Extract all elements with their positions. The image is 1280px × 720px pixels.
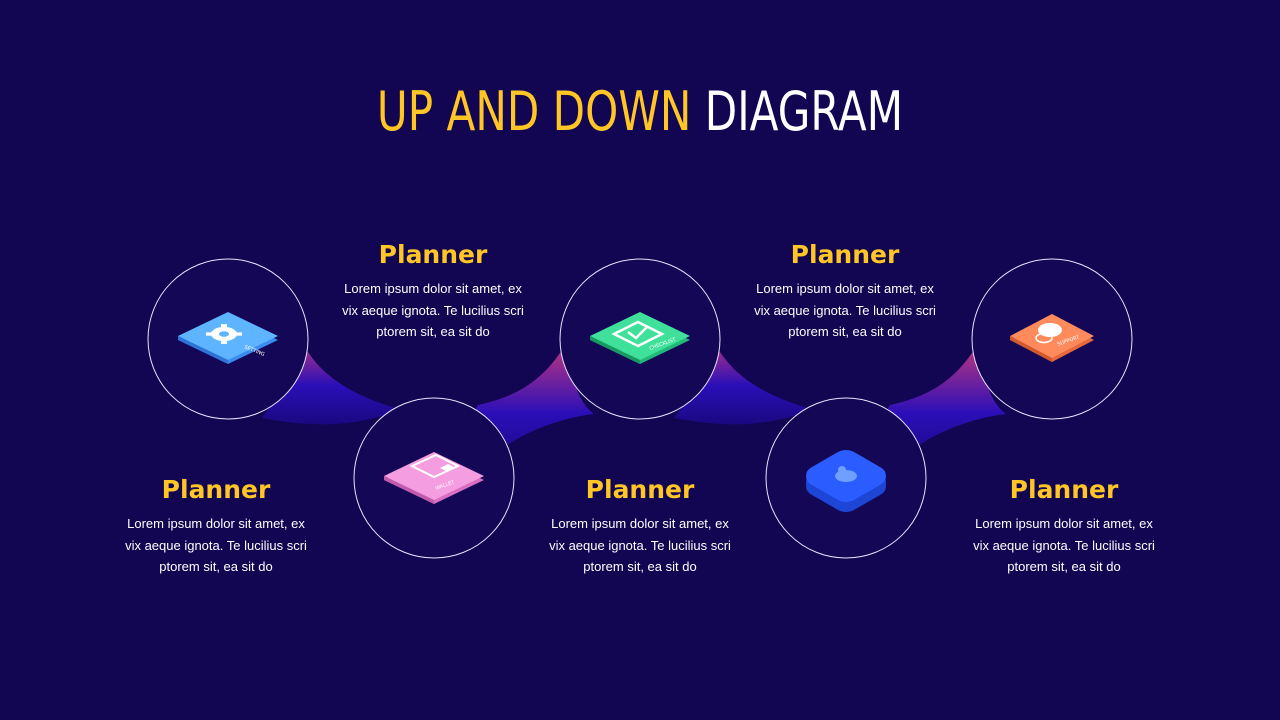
wallet-icon: WALLET: [384, 452, 484, 504]
user-icon: [806, 450, 886, 512]
label-heading: Planner: [378, 240, 488, 269]
label-top-1: Planner Lorem ipsum dolor sit amet, ex v…: [333, 240, 533, 343]
label-heading: Planner: [161, 475, 271, 504]
title-accent: UP AND DOWN: [376, 80, 692, 143]
label-body: Lorem ipsum dolor sit amet, ex vix aeque…: [754, 281, 936, 339]
label-bottom-1: Planner Lorem ipsum dolor sit amet, ex v…: [116, 475, 316, 578]
label-body: Lorem ipsum dolor sit amet, ex vix aeque…: [973, 516, 1155, 574]
slide-title: UP AND DOWN DIAGRAM: [141, 76, 1139, 148]
checklist-icon: CHECKLIST: [590, 312, 690, 364]
settings-icon: SETTING: [178, 312, 278, 364]
label-heading: Planner: [585, 475, 695, 504]
title-plain: DIAGRAM: [704, 80, 904, 143]
label-bottom-3: Planner Lorem ipsum dolor sit amet, ex v…: [964, 475, 1164, 578]
label-body: Lorem ipsum dolor sit amet, ex vix aeque…: [125, 516, 307, 574]
label-heading: Planner: [1009, 475, 1119, 504]
label-body: Lorem ipsum dolor sit amet, ex vix aeque…: [342, 281, 524, 339]
support-icon: SUPPORT: [1010, 314, 1094, 362]
label-bottom-2: Planner Lorem ipsum dolor sit amet, ex v…: [540, 475, 740, 578]
label-heading: Planner: [790, 240, 900, 269]
label-top-2: Planner Lorem ipsum dolor sit amet, ex v…: [745, 240, 945, 343]
label-body: Lorem ipsum dolor sit amet, ex vix aeque…: [549, 516, 731, 574]
